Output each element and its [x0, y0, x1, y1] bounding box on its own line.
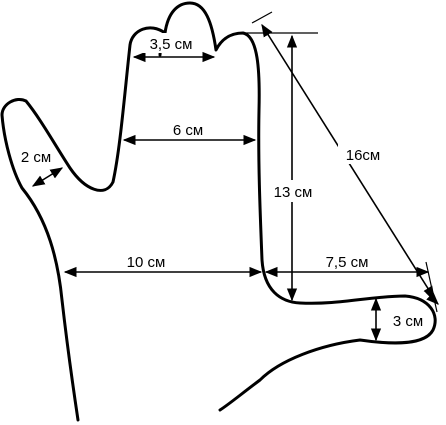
- extension-line-top-tick: [251, 11, 273, 24]
- label-finger-diagonal: 16см: [346, 147, 381, 164]
- label-bg: [142, 33, 200, 53]
- label-wrist-width: 10 см: [127, 254, 166, 271]
- label-finger-height: 13 см: [274, 184, 313, 201]
- label-thumb-width: 2 см: [21, 149, 51, 166]
- glove-outline: [0, 1, 437, 422]
- dim-line-thumb: [31, 167, 64, 187]
- label-mid-palm-width: 6 см: [173, 122, 203, 139]
- label-top-palm-width: 3,5 см: [150, 36, 193, 53]
- label-finger-span: 7,5 см: [326, 254, 369, 271]
- dim-line-tip-corner: [425, 291, 439, 305]
- label-bg: [338, 144, 388, 164]
- label-tip-thickness: 3 см: [393, 313, 423, 330]
